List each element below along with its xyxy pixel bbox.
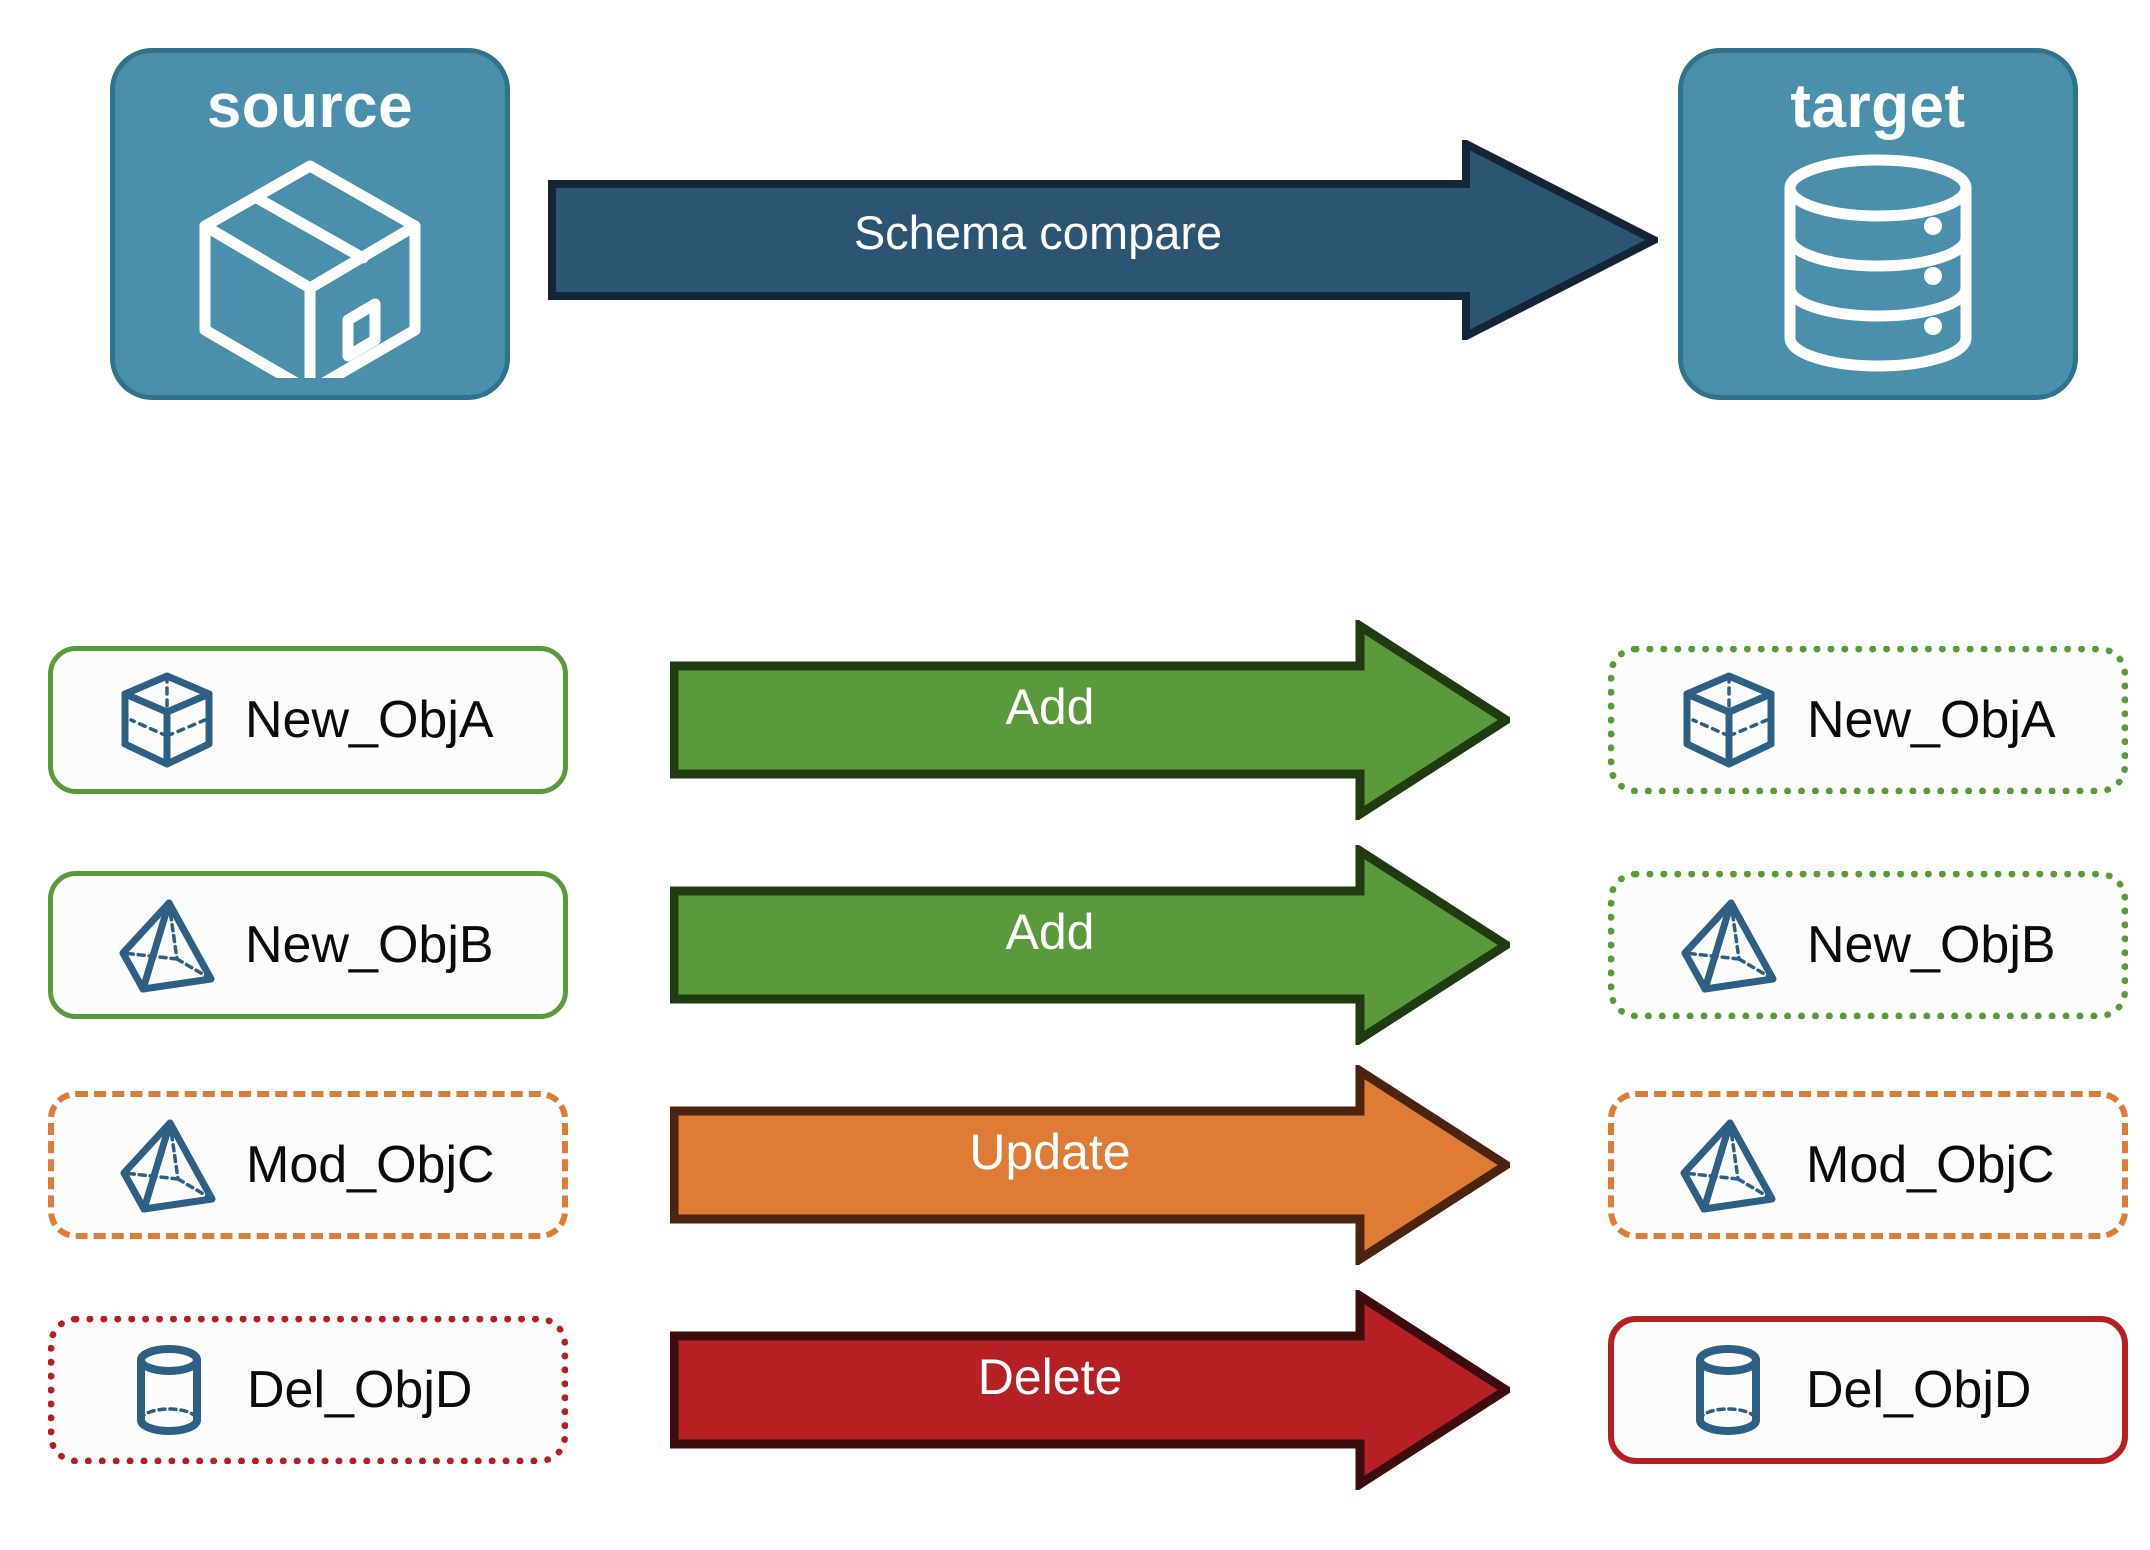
package-cube-icon: [185, 148, 435, 397]
wireframe-pyramid-icon: [116, 1113, 220, 1217]
source-endpoint-box: source: [110, 48, 510, 400]
action-arrow-add: [669, 842, 1515, 1048]
wireframe-pyramid-icon: [1676, 1113, 1780, 1217]
source-object-label: Mod_ObjC: [246, 1136, 495, 1194]
source-title: source: [206, 72, 414, 141]
target-object-label: Del_ObjD: [1806, 1361, 2032, 1419]
target-object-box[interactable]: Mod_ObjC: [1608, 1091, 2128, 1239]
wireframe-pyramid-icon: [1677, 893, 1781, 997]
source-object-box[interactable]: New_ObjB: [48, 871, 568, 1019]
source-object-box[interactable]: Mod_ObjC: [48, 1091, 568, 1239]
source-object-box[interactable]: New_ObjA: [48, 646, 568, 794]
target-title: target: [1790, 72, 1966, 141]
target-object-box[interactable]: Del_ObjD: [1608, 1316, 2128, 1464]
wireframe-cylinder-icon: [1676, 1338, 1780, 1442]
target-object-box[interactable]: New_ObjB: [1608, 871, 2128, 1019]
source-object-box[interactable]: Del_ObjD: [48, 1316, 568, 1464]
action-arrow-delete: [669, 1287, 1515, 1493]
source-object-label: Del_ObjD: [247, 1361, 473, 1419]
wireframe-cube-icon: [115, 668, 219, 772]
database-cylinder-icon: [1763, 148, 1993, 393]
wireframe-cylinder-icon: [117, 1338, 221, 1442]
diff-row: Mod_ObjC Update Mod_ObjC: [0, 1062, 2150, 1268]
wireframe-cube-icon: [1677, 668, 1781, 772]
diff-row: New_ObjB Add New_ObjB: [0, 842, 2150, 1048]
target-object-label: Mod_ObjC: [1806, 1136, 2055, 1194]
action-arrow-add: [669, 617, 1515, 823]
source-object-label: New_ObjB: [245, 916, 494, 974]
source-object-label: New_ObjA: [245, 691, 494, 749]
schema-compare-arrow: [548, 137, 1663, 343]
action-arrow-update: [669, 1062, 1515, 1268]
wireframe-pyramid-icon: [115, 893, 219, 997]
diff-row: Del_ObjD Delete Del_ObjD: [0, 1287, 2150, 1493]
diff-row: New_ObjA Add New_ObjA: [0, 617, 2150, 823]
target-object-box[interactable]: New_ObjA: [1608, 646, 2128, 794]
target-endpoint-box: target: [1678, 48, 2078, 400]
target-object-label: New_ObjB: [1807, 916, 2056, 974]
target-object-label: New_ObjA: [1807, 691, 2056, 749]
